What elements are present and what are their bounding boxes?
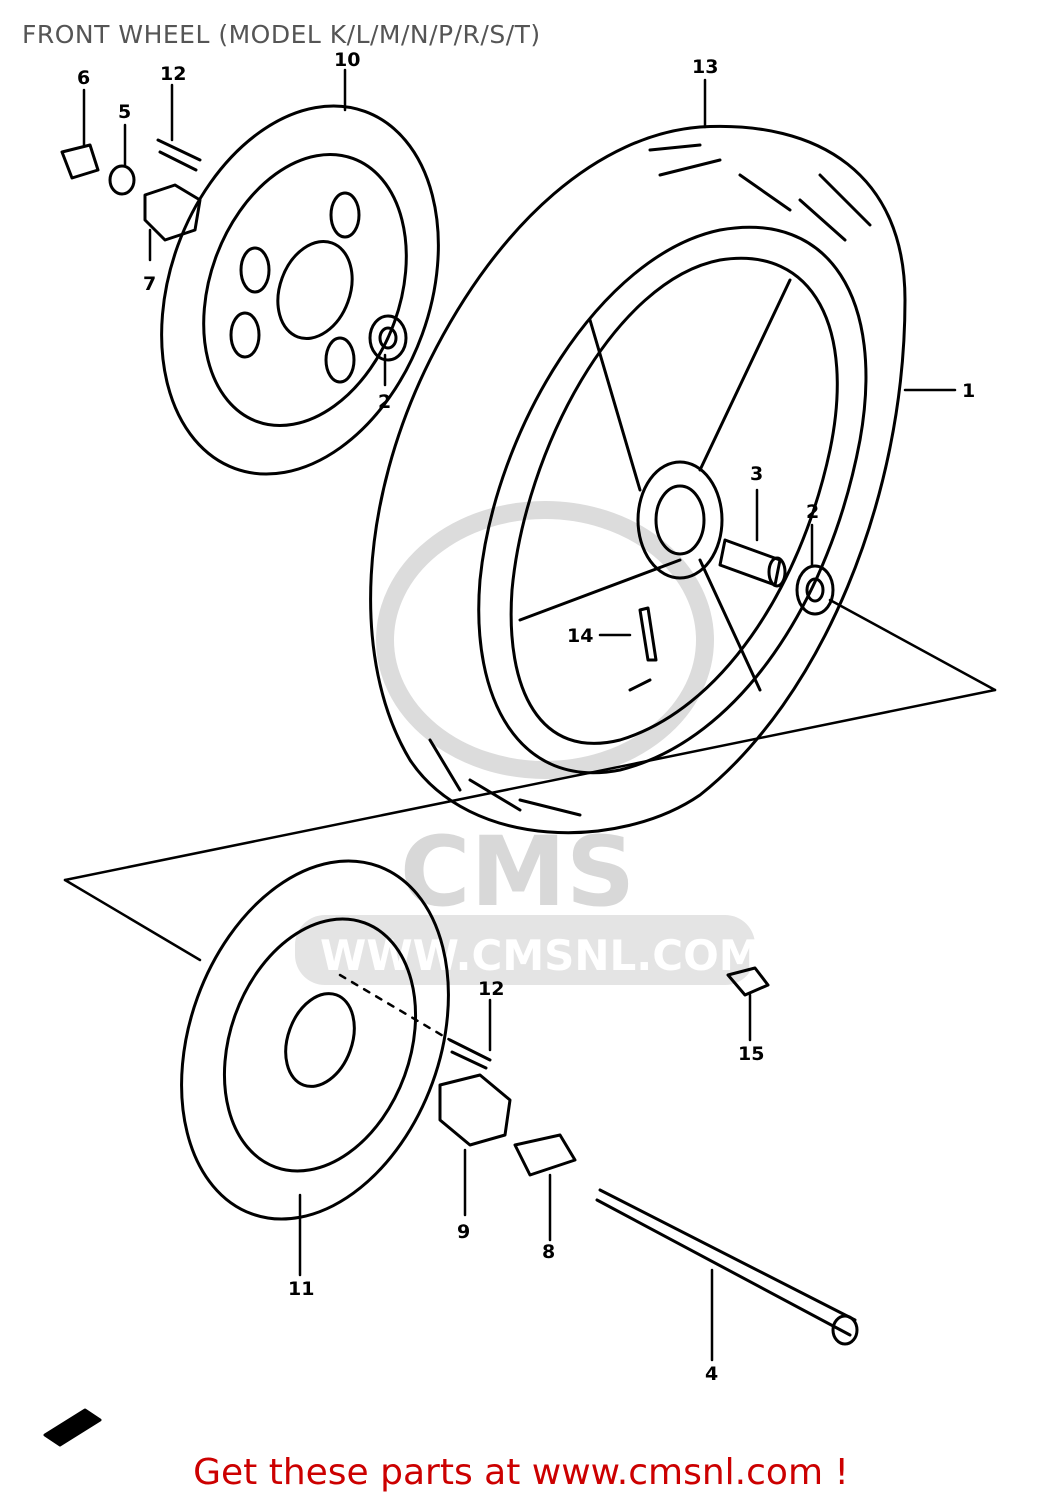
diagram-title: FRONT WHEEL (MODEL K/L/M/N/P/R/S/T) bbox=[22, 20, 541, 49]
callout-5: 5 bbox=[118, 101, 131, 123]
callout-11: 11 bbox=[288, 1278, 314, 1300]
watermark: CMS WWW.CMSNL.COM bbox=[295, 501, 761, 985]
spacer bbox=[718, 538, 787, 588]
bearing-right bbox=[795, 564, 835, 616]
front-tire bbox=[369, 124, 907, 835]
brake-disc-left bbox=[180, 859, 450, 1221]
callout-12-top: 12 bbox=[160, 63, 186, 85]
callout-2-disc: 2 bbox=[378, 391, 391, 413]
assembly-lines bbox=[63, 598, 997, 1042]
leader-lines bbox=[82, 68, 957, 1362]
callout-9: 9 bbox=[457, 1221, 470, 1243]
collar-left bbox=[438, 1073, 512, 1147]
callout-8: 8 bbox=[542, 1241, 555, 1263]
clip bbox=[726, 966, 770, 997]
callout-7: 7 bbox=[143, 273, 156, 295]
callout-4: 4 bbox=[705, 1363, 718, 1385]
front-axle bbox=[595, 1188, 859, 1346]
collar-top bbox=[143, 183, 202, 242]
watermark-brand: CMS bbox=[400, 816, 635, 928]
cta-footer-link[interactable]: Get these parts at www.cmsnl.com ! bbox=[193, 1452, 849, 1493]
watermark-url: WWW.CMSNL.COM bbox=[320, 931, 761, 980]
callout-12-bottom: 12 bbox=[478, 978, 504, 1000]
front-wheel-rim bbox=[477, 225, 868, 775]
disc-bolt-top bbox=[156, 138, 202, 172]
bearing-disc bbox=[368, 314, 408, 362]
disc-bolt-bottom bbox=[448, 1038, 492, 1070]
callout-10: 10 bbox=[334, 49, 360, 71]
callout-labels: 1 2 2 3 4 5 6 7 8 9 10 11 12 12 13 14 15 bbox=[77, 49, 975, 1385]
washer bbox=[108, 164, 136, 196]
callout-2-right: 2 bbox=[806, 501, 819, 523]
collar-bottom bbox=[513, 1133, 577, 1177]
callout-15: 15 bbox=[738, 1043, 764, 1065]
valve bbox=[628, 606, 658, 692]
callout-1: 1 bbox=[962, 380, 975, 402]
callout-3: 3 bbox=[750, 463, 763, 485]
brake-disc-right bbox=[160, 104, 440, 476]
front-arrow-icon bbox=[43, 1408, 102, 1447]
nut bbox=[60, 143, 100, 180]
callout-14: 14 bbox=[567, 625, 593, 647]
callout-13: 13 bbox=[692, 56, 718, 78]
callout-6: 6 bbox=[77, 67, 90, 89]
